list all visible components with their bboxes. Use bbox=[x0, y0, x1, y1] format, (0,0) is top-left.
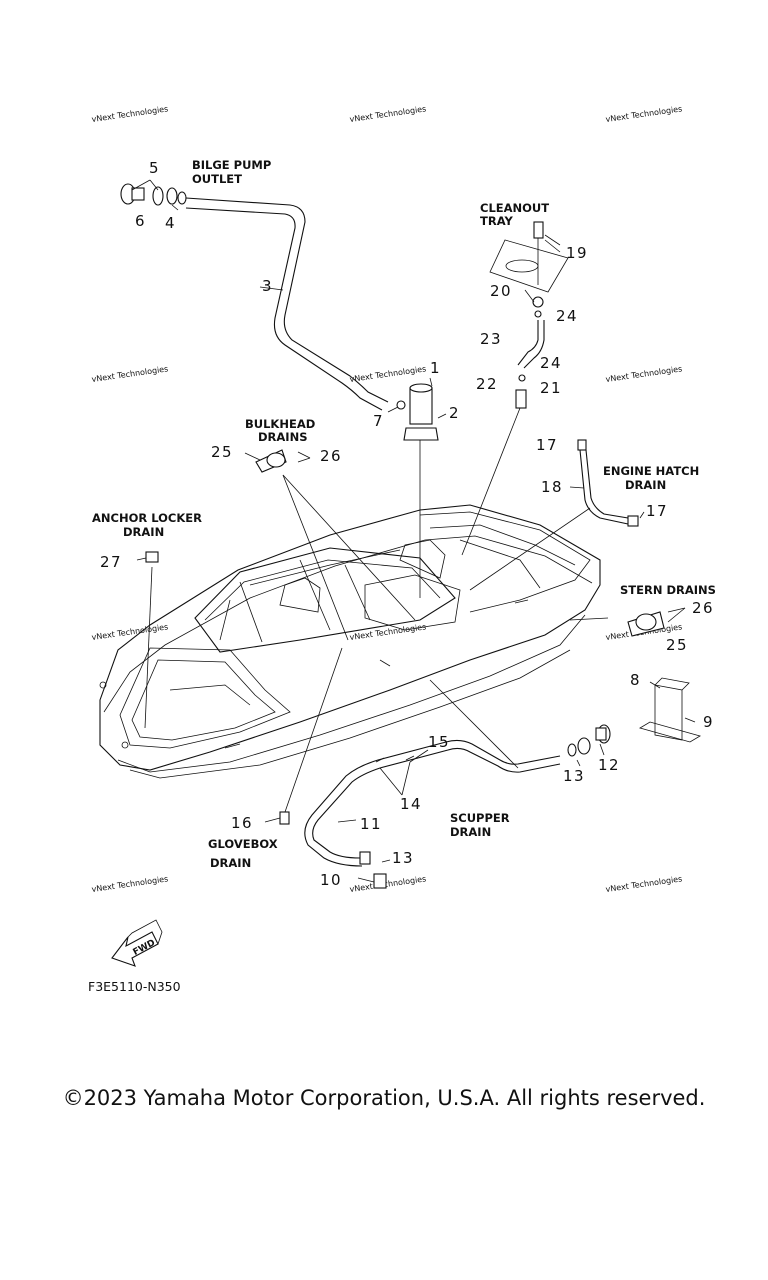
callout-17: 17 bbox=[536, 436, 558, 454]
callout-5: 5 bbox=[149, 159, 160, 177]
boat-hull-illustration bbox=[99, 504, 601, 779]
watermark: vNext Technologies bbox=[91, 104, 169, 124]
callout-22: 22 bbox=[476, 375, 498, 393]
stern-drain-parts bbox=[627, 607, 686, 637]
bilge-pump-outlet-assembly bbox=[120, 179, 389, 411]
callout-18: 18 bbox=[541, 478, 563, 496]
callout-17b: 17 bbox=[646, 502, 668, 520]
callout-1: 1 bbox=[430, 359, 441, 377]
label-bulkhead-drains-2: DRAINS bbox=[258, 430, 308, 444]
callout-8: 8 bbox=[630, 671, 641, 689]
watermark: vNext Technologies bbox=[91, 874, 169, 894]
watermark: vNext Technologies bbox=[605, 104, 683, 124]
callout-2: 2 bbox=[449, 404, 460, 422]
label-cleanout-tray-2: TRAY bbox=[480, 214, 513, 228]
callout-21: 21 bbox=[540, 379, 562, 397]
label-glovebox-drain-2: DRAIN bbox=[210, 856, 251, 870]
callout-11: 11 bbox=[360, 815, 382, 833]
watermark: vNext Technologies bbox=[91, 622, 169, 642]
watermark: vNext Technologies bbox=[349, 364, 427, 384]
watermark: vNext Technologies bbox=[349, 104, 427, 124]
callout-25b: 25 bbox=[666, 636, 688, 654]
callout-7: 7 bbox=[373, 412, 384, 430]
watermark: vNext Technologies bbox=[349, 874, 427, 894]
bilge-pump bbox=[387, 377, 447, 441]
label-bilge-pump-outlet-1: BILGE PUMP bbox=[192, 158, 271, 172]
callout-23: 23 bbox=[480, 330, 502, 348]
callout-10: 10 bbox=[320, 871, 342, 889]
fwd-arrow-icon: FWD bbox=[111, 919, 163, 967]
copyright-notice: ©2023 Yamaha Motor Corporation, U.S.A. A… bbox=[62, 1086, 706, 1110]
label-bulkhead-drains-1: BULKHEAD bbox=[245, 417, 315, 431]
leader-lines bbox=[144, 407, 609, 813]
bulkhead-drain-parts bbox=[244, 449, 311, 473]
callout-20: 20 bbox=[490, 282, 512, 300]
callout-12: 12 bbox=[598, 756, 620, 774]
label-scupper-drain-1: SCUPPER bbox=[450, 811, 510, 825]
callout-13: 13 bbox=[563, 767, 585, 785]
bracket-8-9 bbox=[638, 677, 702, 743]
callout-27: 27 bbox=[100, 553, 122, 571]
engine-hatch-drain bbox=[569, 439, 645, 527]
watermark: vNext Technologies bbox=[605, 874, 683, 894]
callout-26: 26 bbox=[320, 447, 342, 465]
callout-9: 9 bbox=[703, 713, 714, 731]
callout-24: 24 bbox=[556, 307, 578, 325]
callout-19: 19 bbox=[566, 244, 588, 262]
part-code: F3E5110-N350 bbox=[88, 979, 181, 994]
anchor-locker-drain bbox=[136, 551, 159, 563]
label-engine-hatch-drain-1: ENGINE HATCH bbox=[603, 464, 699, 478]
callout-3: 3 bbox=[262, 277, 273, 295]
callout-24b: 24 bbox=[540, 354, 562, 372]
callout-14: 14 bbox=[400, 795, 422, 813]
watermark: vNext Technologies bbox=[605, 364, 683, 384]
section-labels: BILGE PUMP OUTLET CLEANOUT TRAY BULKHEAD… bbox=[92, 158, 716, 870]
callout-15: 15 bbox=[428, 733, 450, 751]
label-engine-hatch-drain-2: DRAIN bbox=[625, 478, 666, 492]
callout-16: 16 bbox=[231, 814, 253, 832]
label-stern-drains: STERN DRAINS bbox=[620, 583, 716, 597]
label-glovebox-drain-1: GLOVEBOX bbox=[208, 837, 278, 851]
label-scupper-drain-2: DRAIN bbox=[450, 825, 491, 839]
cleanout-tray bbox=[489, 221, 569, 409]
callout-4: 4 bbox=[165, 214, 176, 232]
label-anchor-locker-drain-1: ANCHOR LOCKER bbox=[92, 511, 202, 525]
callout-numbers: 5 6 4 3 1 2 7 19 20 24 23 24 22 21 25 26… bbox=[100, 159, 714, 889]
watermark: vNext Technologies bbox=[91, 364, 169, 384]
label-anchor-locker-drain-2: DRAIN bbox=[123, 525, 164, 539]
label-cleanout-tray-1: CLEANOUT bbox=[480, 201, 549, 215]
label-bilge-pump-outlet-2: OUTLET bbox=[192, 172, 242, 186]
callout-6: 6 bbox=[135, 212, 146, 230]
callout-26b: 26 bbox=[692, 599, 714, 617]
callout-25: 25 bbox=[211, 443, 233, 461]
scupper-drain-assembly bbox=[264, 724, 611, 889]
callout-13b: 13 bbox=[392, 849, 414, 867]
parts-diagram: vNext Technologies vNext Technologies vN… bbox=[88, 104, 716, 994]
